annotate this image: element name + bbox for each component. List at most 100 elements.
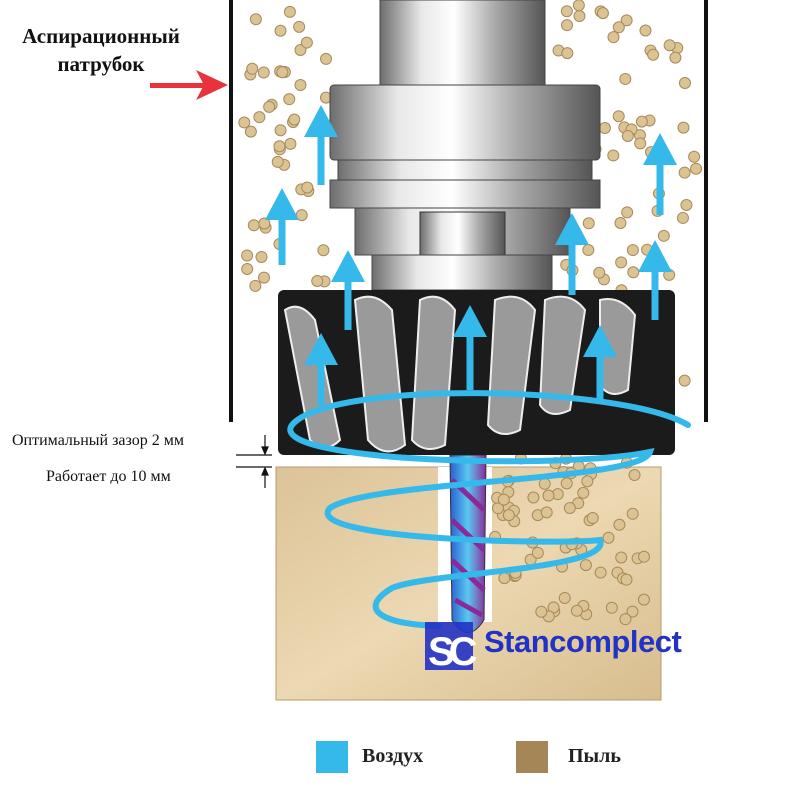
red-pointer-arrow-icon: [150, 70, 228, 100]
dust-particle: [276, 66, 289, 79]
dust-particle: [246, 62, 259, 75]
dust-particle: [560, 477, 573, 490]
dust-particle: [639, 24, 652, 37]
port-wall-left: [229, 0, 233, 422]
stancomplect-logo-mark: SC: [425, 622, 483, 674]
aspiration-port-label: Аспирационный патрубок: [8, 22, 194, 78]
dust-particle: [607, 149, 620, 162]
dust-particle: [680, 198, 693, 211]
dust-particle: [627, 266, 640, 279]
dust-particle: [677, 121, 690, 134]
dust-particle: [620, 14, 633, 27]
dust-particle: [273, 140, 286, 153]
dust-particle: [678, 77, 691, 90]
dust-particle: [626, 605, 639, 618]
dust-particle: [560, 5, 573, 18]
dust-particle: [570, 604, 583, 617]
dust-particle: [626, 244, 639, 257]
svg-text:SC: SC: [428, 630, 477, 674]
dust-particle: [542, 489, 555, 502]
dust-particle: [613, 518, 626, 531]
dust-particle: [540, 506, 553, 519]
air-arrow-icon: [453, 305, 487, 390]
dust-particle: [626, 507, 639, 520]
dust-particle: [311, 274, 324, 287]
air-flow-spiral: [287, 390, 691, 629]
dust-particle: [497, 493, 510, 506]
dust-particle: [678, 166, 691, 179]
dust-particle: [258, 217, 271, 230]
dust-particle: [561, 47, 574, 60]
dust-particle: [690, 162, 703, 175]
legend-air-swatch: [316, 741, 348, 773]
dust-particle: [582, 244, 595, 257]
dust-particle: [619, 613, 632, 626]
dust-particle: [596, 7, 609, 20]
dust-particle: [615, 256, 628, 269]
port-label-line1: Аспирационный: [22, 24, 180, 48]
dust-particle: [598, 122, 611, 135]
dust-particle: [257, 66, 270, 79]
dust-particle: [294, 79, 307, 92]
air-arrow-icon: [265, 188, 299, 265]
legend-air-label: Воздух: [362, 745, 424, 767]
dust-particle: [271, 155, 284, 168]
dust-particle: [615, 551, 628, 564]
dust-particle: [498, 572, 511, 585]
air-arrows: [265, 105, 677, 405]
dust-particle: [258, 271, 271, 284]
dust-particle: [621, 129, 634, 142]
dust-particle: [638, 550, 651, 563]
dust-particle: [612, 110, 625, 123]
dust-particle: [605, 601, 618, 614]
dust-particle: [619, 72, 632, 85]
dust-particle: [620, 573, 633, 586]
air-arrow-icon: [304, 105, 338, 185]
dust-particle: [288, 113, 301, 126]
dust-particle: [582, 217, 595, 230]
dust-particle: [572, 0, 585, 12]
dust-particle: [247, 219, 260, 232]
dust-particle: [602, 531, 615, 544]
dust-particle: [320, 52, 333, 65]
dust-particle: [663, 39, 676, 52]
dust-particle: [274, 24, 287, 37]
legend-dust-swatch: [516, 741, 548, 773]
dust-particle: [594, 566, 607, 579]
dust-particle: [678, 374, 691, 387]
dust-particle: [581, 475, 594, 488]
dust-particle: [669, 51, 682, 64]
dust-particle: [253, 111, 266, 124]
dust-particle: [538, 477, 551, 490]
dust-particle: [293, 20, 306, 33]
dust-particle: [241, 249, 254, 262]
dust-particle: [586, 512, 599, 525]
dust-particle: [249, 13, 262, 26]
dust-particle: [300, 36, 313, 49]
dust-particle: [637, 593, 650, 606]
air-arrow-icon: [638, 240, 672, 320]
dust-particle: [628, 468, 641, 481]
dust-particle: [577, 486, 590, 499]
dust-particle: [249, 279, 262, 292]
dust-particle: [573, 10, 586, 23]
dust-particle: [238, 116, 251, 129]
cutter-head: [278, 290, 675, 455]
dust-particle: [657, 229, 670, 242]
stancomplect-logo-text: Stancomplect: [484, 624, 682, 659]
dust-particle: [527, 491, 540, 504]
works-up-to-label: Работает до 10 мм: [46, 468, 171, 485]
dust-particle: [634, 137, 647, 150]
dust-particle: [502, 509, 515, 522]
dust-particle: [635, 115, 648, 128]
dust-particle: [244, 125, 257, 138]
dust-particle: [579, 559, 592, 572]
port-label-line2: патрубок: [57, 52, 145, 76]
tool-holder: [329, 0, 601, 291]
dust-particle: [593, 266, 606, 279]
air-arrow-icon: [555, 213, 589, 295]
gap-dimension-marker: [236, 435, 272, 488]
air-arrow-icon: [331, 250, 365, 330]
